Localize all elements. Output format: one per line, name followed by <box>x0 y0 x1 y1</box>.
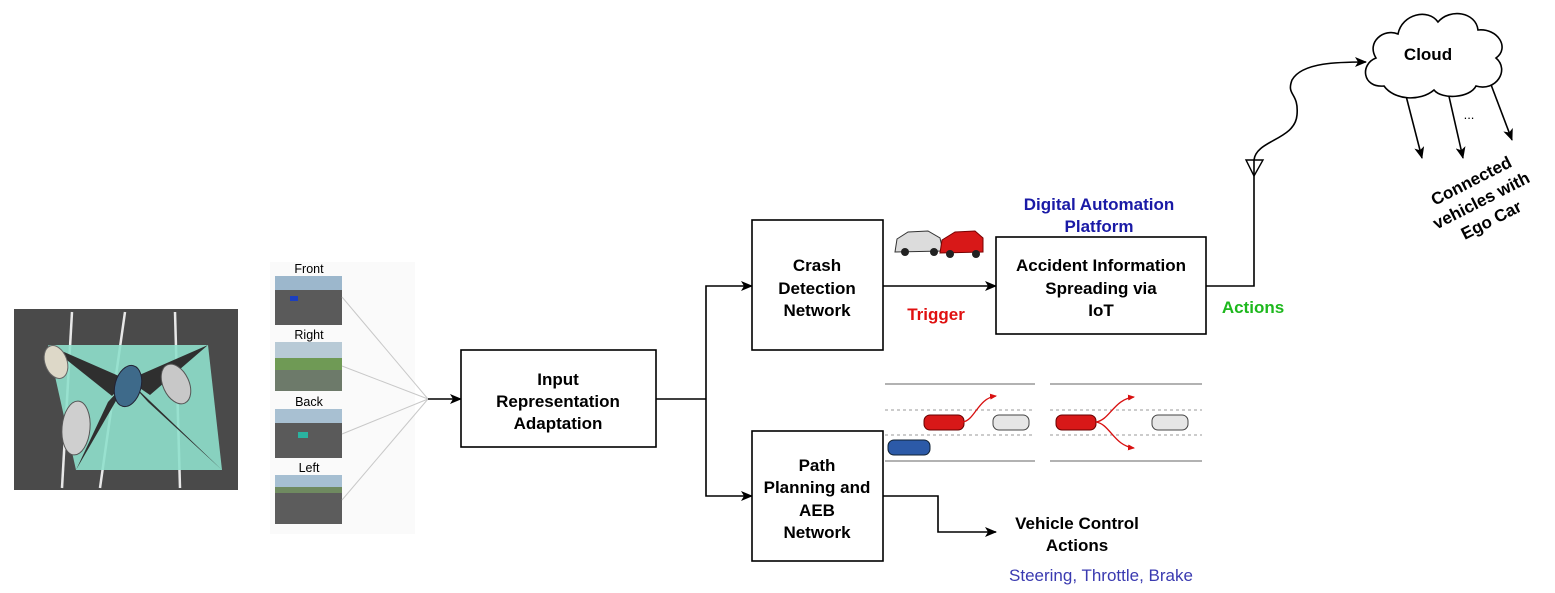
arrow-cloud-to-vehicle-3 <box>1489 81 1513 141</box>
camera-label-front: Front <box>294 262 324 276</box>
simulator-top-view-image <box>14 309 238 490</box>
vehicle-control-label-line1: Vehicle Control <box>1015 514 1139 533</box>
cloud-icon: Cloud <box>1364 12 1503 99</box>
vehicle-control-label-line2: Actions <box>1046 536 1108 555</box>
ellipsis-label: ... <box>1464 107 1475 122</box>
trigger-label: Trigger <box>907 305 965 324</box>
camera-back-image <box>275 409 342 458</box>
input-representation-block: Input Representation Adaptation <box>460 349 657 448</box>
platform-label-line2: Platform <box>1065 217 1134 236</box>
camera-right-image <box>275 342 342 391</box>
svg-text:IoT: IoT <box>1088 301 1114 320</box>
svg-text:Input: Input <box>537 370 579 389</box>
accident-information-block: Accident Information Spreading via IoT <box>995 236 1207 335</box>
crash-detection-block: Crash Detection Network <box>751 219 884 351</box>
camera-front-image <box>275 276 342 325</box>
cloud-label: Cloud <box>1404 45 1452 64</box>
camera-label-left: Left <box>299 461 320 475</box>
svg-text:Spreading via: Spreading via <box>1045 279 1157 298</box>
svg-text:Crash: Crash <box>793 256 841 275</box>
svg-text:Accident Information: Accident Information <box>1016 256 1186 275</box>
arrow-path-to-vehicle-control <box>883 495 997 537</box>
svg-text:Detection: Detection <box>778 279 855 298</box>
path-planning-block: Path Planning and AEB Network <box>751 430 884 562</box>
camera-left-image <box>275 475 342 524</box>
platform-label-line1: Digital Automation <box>1024 195 1174 214</box>
arrow-antenna-to-cloud <box>1253 57 1367 161</box>
camera-label-back: Back <box>295 395 324 409</box>
svg-text:Planning and: Planning and <box>764 478 871 497</box>
camera-label-right: Right <box>294 328 324 342</box>
camera-views: Front Right Back Left <box>270 262 429 534</box>
arrow-to-crash <box>705 281 753 399</box>
svg-text:Representation: Representation <box>496 392 620 411</box>
svg-text:Network: Network <box>783 301 851 320</box>
svg-text:Network: Network <box>783 523 851 542</box>
svg-text:Path: Path <box>799 456 836 475</box>
svg-text:AEB: AEB <box>799 501 835 520</box>
arrow-to-path <box>705 399 753 501</box>
steering-label: Steering, Throttle, Brake <box>1009 566 1193 585</box>
connected-vehicles-label: Connected vehicles with Ego Car <box>1428 153 1533 244</box>
connectors <box>428 57 1513 537</box>
arrow-cloud-to-vehicle-1 <box>1403 87 1425 159</box>
arrow-cloud-to-vehicle-2 <box>1447 91 1466 159</box>
line-accident-to-antenna <box>1206 160 1255 287</box>
svg-text:Adaptation: Adaptation <box>514 414 603 433</box>
antenna-icon <box>1244 159 1265 178</box>
crash-photo-image <box>894 230 984 258</box>
actions-label: Actions <box>1222 298 1284 317</box>
lane-change-illustration-1 <box>885 383 1035 462</box>
lane-change-illustration-2 <box>1050 383 1202 462</box>
